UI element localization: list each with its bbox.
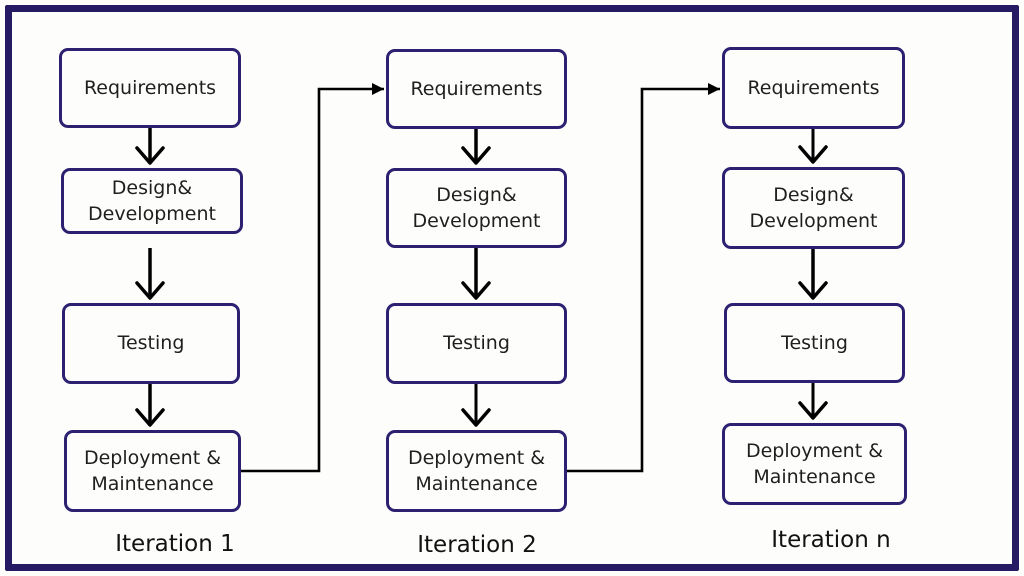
flow-box-requirements-itern: Requirements: [722, 47, 905, 129]
flow-box-label: Deployment & Maintenance: [407, 446, 546, 495]
flow-box-label: Testing: [443, 332, 510, 355]
flow-box-label: Requirements: [747, 76, 880, 99]
flow-box-testing-itern: Testing: [724, 303, 905, 383]
flow-box-requirements-iter1: Requirements: [59, 48, 241, 128]
flow-box-label: Testing: [117, 332, 185, 355]
flow-box-design-development-iter1: Design& Development: [61, 168, 243, 235]
iteration-label-n: Iteration n: [771, 527, 891, 553]
iteration-label-1: Iteration 1: [115, 531, 235, 557]
flow-box-label: Requirements: [410, 77, 543, 100]
flow-box-label: Deployment & Maintenance: [83, 446, 222, 495]
flow-box-testing-iter2: Testing: [386, 303, 567, 384]
flow-box-label: Requirements: [83, 76, 217, 99]
flow-box-label: Design& Development: [412, 183, 541, 232]
iteration-label-2: Iteration 2: [417, 532, 537, 558]
flow-box-requirements-iter2: Requirements: [386, 49, 567, 129]
flow-box-testing-iter1: Testing: [62, 303, 240, 384]
flow-box-deployment-maintenance-iter2: Deployment & Maintenance: [386, 430, 567, 512]
flow-box-deployment-maintenance-iter1: Deployment & Maintenance: [64, 430, 241, 512]
flow-box-design-development-iter2: Design& Development: [386, 168, 567, 248]
flow-box-label: Testing: [781, 331, 848, 354]
flow-box-deployment-maintenance-itern: Deployment & Maintenance: [722, 423, 907, 505]
iteration-connector: [567, 83, 720, 473]
iteration-connector: [241, 83, 384, 473]
flow-box-label: Design& Development: [88, 177, 216, 226]
flow-box-label: Deployment & Maintenance: [745, 439, 884, 488]
flow-box-design-development-itern: Design& Development: [722, 167, 905, 249]
flow-box-label: Design& Development: [749, 183, 878, 232]
